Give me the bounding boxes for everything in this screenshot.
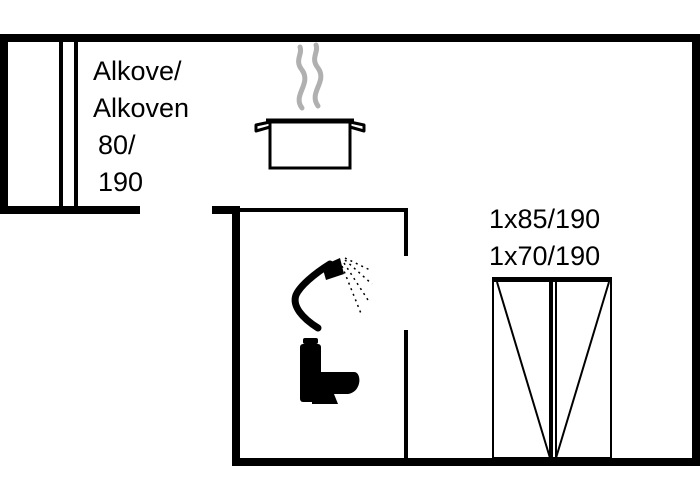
- pot-body: [268, 121, 352, 170]
- alcove-divider: [59, 40, 78, 210]
- toilet-icon: [300, 338, 360, 404]
- bed-icon: [492, 277, 612, 459]
- bed-label-line-2: 1x70/190: [489, 241, 600, 271]
- pot-handle-left: [254, 120, 271, 133]
- toilet-bowl: [312, 372, 360, 404]
- pot-handle-right: [349, 120, 366, 133]
- shower-hose: [291, 260, 334, 332]
- alcove-label-line-1: Alkove/: [93, 56, 182, 86]
- shower-icon: [291, 257, 373, 332]
- exterior-walls: [0, 34, 700, 466]
- steam-left: [296, 44, 308, 111]
- shower-head: [322, 258, 344, 280]
- toilet-lid-top: [303, 338, 318, 344]
- steam-right: [312, 42, 324, 109]
- bathroom-walls: [236, 208, 408, 462]
- shower-spray: [341, 257, 373, 317]
- cooking-pot-icon: [254, 42, 366, 170]
- alcove-label-line-3: 80/: [98, 130, 136, 160]
- bed-label-line-1: 1x85/190: [489, 204, 600, 234]
- bed-left-cover: [496, 281, 551, 459]
- bed-right-cover: [555, 281, 610, 459]
- alcove-label-line-2: Alkoven: [93, 93, 189, 123]
- alcove-label-line-4: 190: [98, 167, 143, 197]
